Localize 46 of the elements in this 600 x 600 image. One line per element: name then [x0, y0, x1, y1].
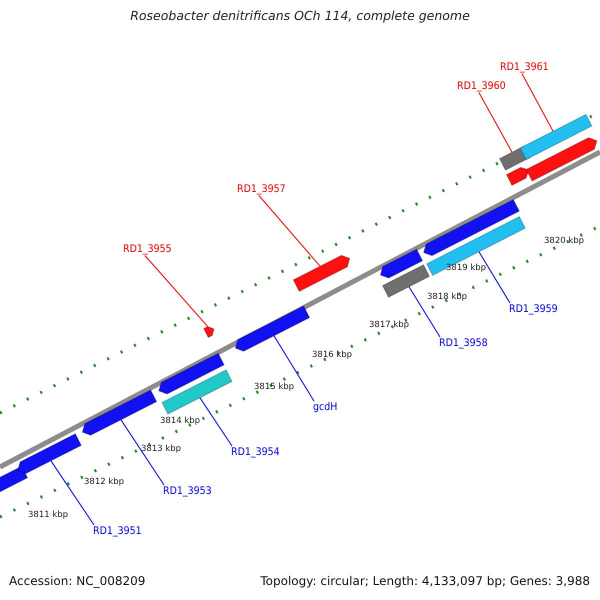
gene-label: RD1_3958: [439, 338, 488, 348]
gene-feature: [234, 305, 310, 352]
gene-feature: [158, 352, 225, 394]
leader-line: [258, 195, 321, 267]
gene-label: RD1_3957: [237, 184, 286, 194]
gene-feature: [380, 248, 424, 279]
scale-label: 3815 kbp: [254, 383, 294, 392]
leader-line: [273, 335, 314, 402]
gene-feature: [526, 137, 598, 182]
gene-label: gcdH: [313, 402, 338, 412]
gene-feature: [506, 166, 530, 186]
leader-line: [199, 397, 232, 446]
scale-label: 3811 kbp: [28, 511, 68, 520]
accession-text: Accession: NC_008209: [9, 575, 146, 587]
leader-line: [120, 419, 164, 486]
gene-feature: [426, 216, 526, 276]
leader-line: [478, 92, 513, 153]
gene-label: RD1_3951: [93, 526, 142, 536]
scale-label: 3819 kbp: [446, 264, 486, 272]
leader-line: [478, 251, 510, 304]
gene-label: RD1_3954: [231, 447, 280, 458]
gene-label: RD1_3960: [457, 81, 506, 92]
leader-line: [144, 255, 208, 328]
gene-label: RD1_3953: [163, 486, 212, 496]
leader-line: [408, 286, 440, 338]
gene-label: RD1_3959: [509, 304, 558, 314]
leader-line: [521, 73, 554, 132]
map-title: Roseobacter denitrificans OCh 114, complete genome: [129, 10, 471, 22]
leader-line: [50, 460, 94, 526]
scale-label: 3814 kbp: [160, 417, 200, 426]
scale-label: 3813 kbp: [141, 445, 182, 454]
gene-feature: [423, 198, 520, 256]
gene-feature: [203, 326, 215, 338]
scale-label: 3816 kbp: [312, 351, 352, 360]
gene-feature: [82, 389, 158, 436]
gene-label: RD1_3961: [500, 62, 549, 72]
scale-label: 3817 kbp: [369, 321, 410, 330]
gene-feature: [292, 254, 350, 292]
gene-label: RD1_3955: [123, 244, 172, 254]
gene-feature: [17, 433, 82, 474]
scale-label: 3812 kbp: [84, 478, 124, 486]
genome-stats-text: Topology: circular; Length: 4,133,097 bp; Genes: 3,988: [260, 575, 590, 587]
gene-feature: [161, 369, 233, 415]
scale-label: 3820 kbp: [544, 237, 584, 246]
gene-feature: [519, 114, 593, 160]
scale-label: 3818 kbp: [427, 293, 468, 302]
